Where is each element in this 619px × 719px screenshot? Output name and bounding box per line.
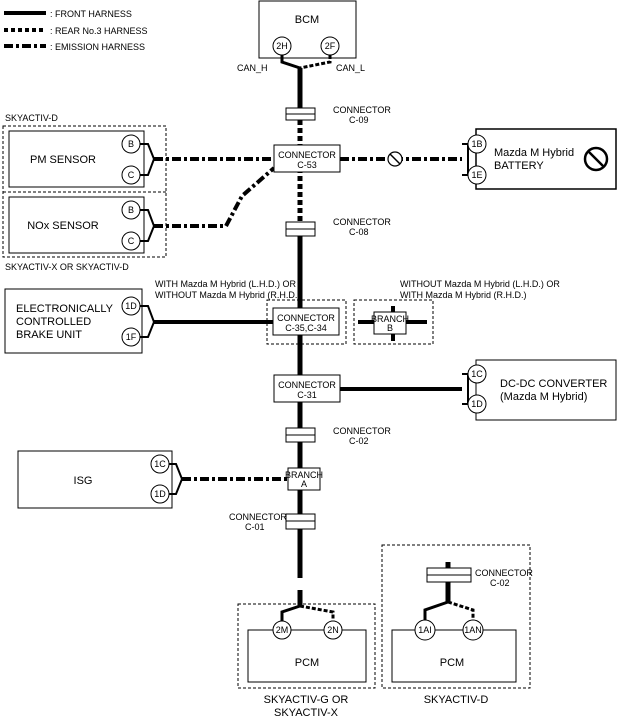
dcdc-pin-1c: 1C xyxy=(471,369,483,379)
pcm-right-name: PCM xyxy=(440,657,464,669)
pcm-right: 1AI 1AN PCM xyxy=(391,600,517,683)
pcm-left-pin-2n: 2N xyxy=(327,625,339,635)
with-option-frame xyxy=(266,299,347,345)
connector-c02-skyactiv-d: CONNECTOR C-02 xyxy=(426,567,533,588)
pcm-left-name: PCM xyxy=(295,657,319,669)
nox-sensor-pin-c: C xyxy=(128,236,135,246)
dcdc-converter: 1C 1D DC-DC CONVERTER (Mazda M Hybrid) xyxy=(462,359,617,421)
legend-emission-label: : EMISSION HARNESS xyxy=(50,42,145,52)
battery-pin-1b: 1B xyxy=(471,139,482,149)
connector-c08-label: CONNECTOR xyxy=(333,217,391,227)
without-note-line2: WITH Mazda M Hybrid (R.H.D.) xyxy=(400,290,527,300)
connector-c02d-label: CONNECTOR xyxy=(475,568,533,578)
connector-c09-id: C-09 xyxy=(349,115,369,125)
bcm-pin-2h-label: 2H xyxy=(276,41,288,51)
legend-rear-label: : REAR No.3 HARNESS xyxy=(50,26,148,36)
connector-c35-c34: CONNECTOR C-35,C-34 xyxy=(272,307,340,336)
bcm-module: BCM 2H 2F CAN_H CAN_L xyxy=(237,0,365,73)
branch-b-label: BRANCH xyxy=(371,314,409,324)
isg-pin-1c: 1C xyxy=(154,459,166,469)
battery-pin-1e: 1E xyxy=(471,170,482,180)
connector-c01-label: CONNECTOR xyxy=(229,512,287,522)
bcm-box xyxy=(258,0,357,59)
skyactiv-d-label: SKYACTIV-D xyxy=(5,113,58,123)
brake-unit-name-line1: ELECTRONICALLY xyxy=(16,303,114,315)
with-note-line1: WITH Mazda M Hybrid (L.H.D.) OR xyxy=(155,279,297,289)
branch-b-id: B xyxy=(387,323,393,333)
connector-c53-label: CONNECTOR xyxy=(278,150,336,160)
connector-c01: CONNECTOR C-01 xyxy=(229,512,316,532)
connector-c02-id: C-02 xyxy=(349,436,369,446)
connector-c31: CONNECTOR C-31 xyxy=(273,374,341,403)
legend: : FRONT HARNESS : REAR No.3 HARNESS : EM… xyxy=(4,9,148,52)
dcdc-name-line1: DC-DC CONVERTER xyxy=(500,378,607,390)
battery-name-line2: BATTERY xyxy=(494,160,544,172)
can-l-label: CAN_L xyxy=(336,63,365,73)
brake-unit-pin-1f: 1F xyxy=(126,332,137,342)
can-l-wire xyxy=(299,55,332,70)
without-note-line1: WITHOUT Mazda M Hybrid (L.H.D.) OR xyxy=(400,279,560,289)
isg-pin-1d: 1D xyxy=(154,489,166,499)
pm-sensor: PM SENSOR B C xyxy=(8,130,156,188)
connector-c35-label: CONNECTOR xyxy=(277,313,335,323)
connector-c02d-id: C-02 xyxy=(490,578,510,588)
branch-b: BRANCH B xyxy=(371,311,409,335)
isg-unit: ISG 1C 1D xyxy=(17,450,184,509)
connector-c08: CONNECTOR C-08 xyxy=(285,217,391,237)
nox-sensor-name: NOx SENSOR xyxy=(27,220,99,232)
can-h-label: CAN_H xyxy=(237,63,268,73)
skyactiv-xd-label: SKYACTIV-X OR SKYACTIV-D xyxy=(5,262,129,272)
connector-c02: CONNECTOR C-02 xyxy=(285,426,391,446)
branch-a: BRANCH A xyxy=(285,467,323,491)
connector-c35-id: C-35,C-34 xyxy=(285,323,327,333)
bcm-title: BCM xyxy=(295,14,319,26)
with-note-line2: WITHOUT Mazda M Hybrid (R.H.D.) xyxy=(155,290,300,300)
hybrid-battery: 1B 1E Mazda M Hybrid BATTERY xyxy=(462,128,617,190)
nox-sensor-pin-b: B xyxy=(128,205,134,215)
brake-unit-name-line3: BRAKE UNIT xyxy=(16,329,82,341)
brake-unit: ELECTRONICALLY CONTROLLED BRAKE UNIT 1D … xyxy=(4,288,156,354)
pcm-left-frame xyxy=(237,603,376,689)
brake-unit-name-line2: CONTROLLED xyxy=(16,316,91,328)
connector-c31-id: C-31 xyxy=(297,390,317,400)
pm-sensor-pin-b: B xyxy=(128,139,134,149)
isg-name: ISG xyxy=(74,475,93,487)
pm-sensor-pin-c: C xyxy=(128,170,135,180)
connector-c53-id: C-53 xyxy=(297,160,317,170)
connector-c09-label: CONNECTOR xyxy=(333,105,391,115)
prohibited-icon xyxy=(583,146,609,172)
branch-a-label: BRANCH xyxy=(285,470,323,480)
nox-sensor: NOx SENSOR B C xyxy=(8,196,156,254)
bcm-pin-2f-label: 2F xyxy=(325,41,336,51)
pcm-left-caption-line1: SKYACTIV-G OR xyxy=(264,694,349,706)
connector-c01-id: C-01 xyxy=(245,522,265,532)
pm-sensor-name: PM SENSOR xyxy=(30,154,96,166)
connector-c31-label: CONNECTOR xyxy=(278,380,336,390)
pcm-right-frame xyxy=(381,544,531,689)
without-option-frame xyxy=(353,299,434,345)
pcm-right-pin-1ai: 1AI xyxy=(418,625,432,635)
pcm-left: 2M 2N PCM xyxy=(247,604,367,683)
dcdc-pin-1d: 1D xyxy=(471,399,483,409)
pcm-left-caption-line2: SKYACTIV-X xyxy=(274,707,339,719)
battery-name-line1: Mazda M Hybrid xyxy=(494,147,574,159)
can-h-wire xyxy=(280,55,301,70)
legend-front-label: : FRONT HARNESS xyxy=(50,9,132,19)
nox-sensor-wire xyxy=(154,166,276,228)
pcm-left-pin-2m: 2M xyxy=(276,625,289,635)
inline-break-icon xyxy=(387,151,403,167)
connector-c53: CONNECTOR C-53 xyxy=(273,144,341,173)
connector-c08-id: C-08 xyxy=(349,227,369,237)
pcm-right-caption: SKYACTIV-D xyxy=(424,694,489,706)
brake-unit-pin-1d: 1D xyxy=(125,301,137,311)
connector-c02-label: CONNECTOR xyxy=(333,426,391,436)
pcm-right-pin-1an: 1AN xyxy=(464,625,482,635)
dcdc-name-line2: (Mazda M Hybrid) xyxy=(500,391,587,403)
branch-a-id: A xyxy=(301,479,307,489)
connector-c09: CONNECTOR C-09 xyxy=(285,105,391,125)
